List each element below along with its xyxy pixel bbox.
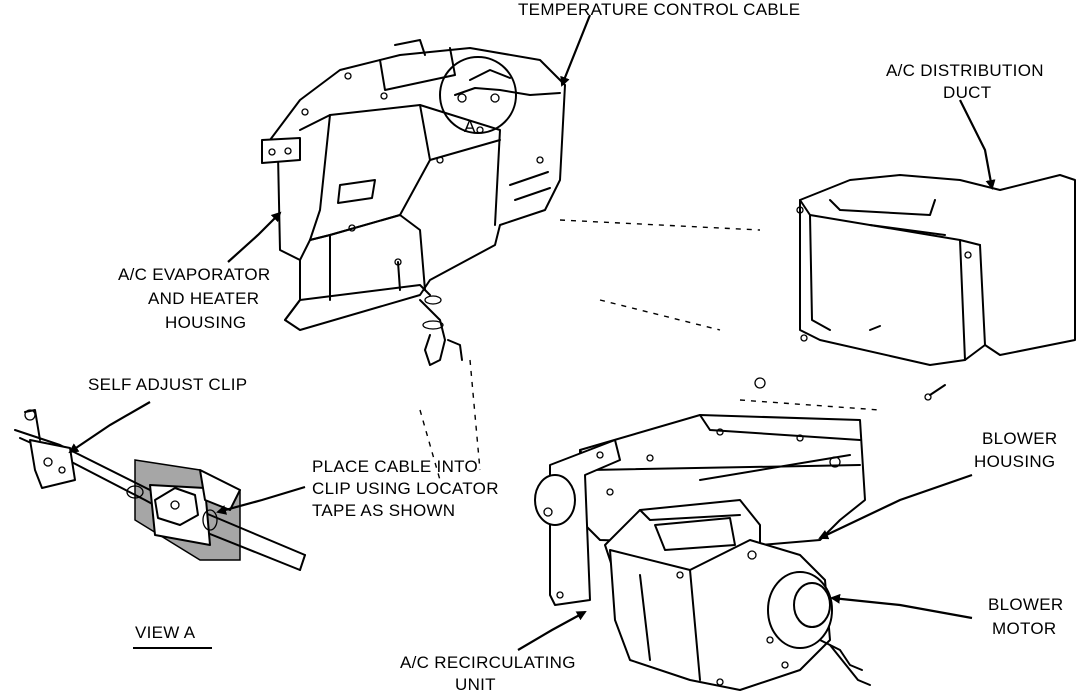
ac-recirculating-label-line1: A/C RECIRCULATING [400, 653, 576, 672]
view-a-detail [14, 409, 306, 571]
ac-recirculating-unit [534, 414, 871, 691]
self-adjust-clip-label: SELF ADJUST CLIP [88, 375, 247, 394]
alignment-lines [419, 219, 881, 481]
ac-evaporator-label-line2: AND HEATER [148, 289, 259, 308]
ac-distribution-duct-label-line2: DUCT [943, 83, 991, 102]
place-cable-label-line1: PLACE CABLE INTO [312, 457, 478, 476]
evaporator-heater-housing [261, 39, 566, 366]
blower-motor-label-line1: BLOWER [988, 595, 1063, 614]
view-a-label: VIEW A [135, 623, 196, 642]
ac-evaporator-label-line1: A/C EVAPORATOR [118, 265, 271, 284]
detail-a-circle: A [439, 56, 561, 136]
leader-lines [68, 14, 996, 651]
place-cable-label-line2: CLIP USING LOCATOR [312, 479, 499, 498]
place-cable-label-line3: TAPE AS SHOWN [312, 501, 455, 520]
ac-evaporator-label-line3: HOUSING [165, 313, 246, 332]
blower-motor-label-line2: MOTOR [992, 619, 1056, 638]
blower-housing-label-line2: HOUSING [974, 452, 1055, 471]
ac-distribution-duct-label-line1: A/C DISTRIBUTION [886, 61, 1044, 80]
ac-recirculating-label-line2: UNIT [455, 675, 496, 694]
ac-distribution-duct [754, 174, 1076, 401]
temperature-control-cable-label: TEMPERATURE CONTROL CABLE [518, 0, 800, 19]
labels: TEMPERATURE CONTROL CABLE A/C DISTRIBUTI… [88, 0, 1063, 694]
detail-marker-a: A [464, 117, 476, 136]
blower-housing-label-line1: BLOWER [982, 429, 1057, 448]
